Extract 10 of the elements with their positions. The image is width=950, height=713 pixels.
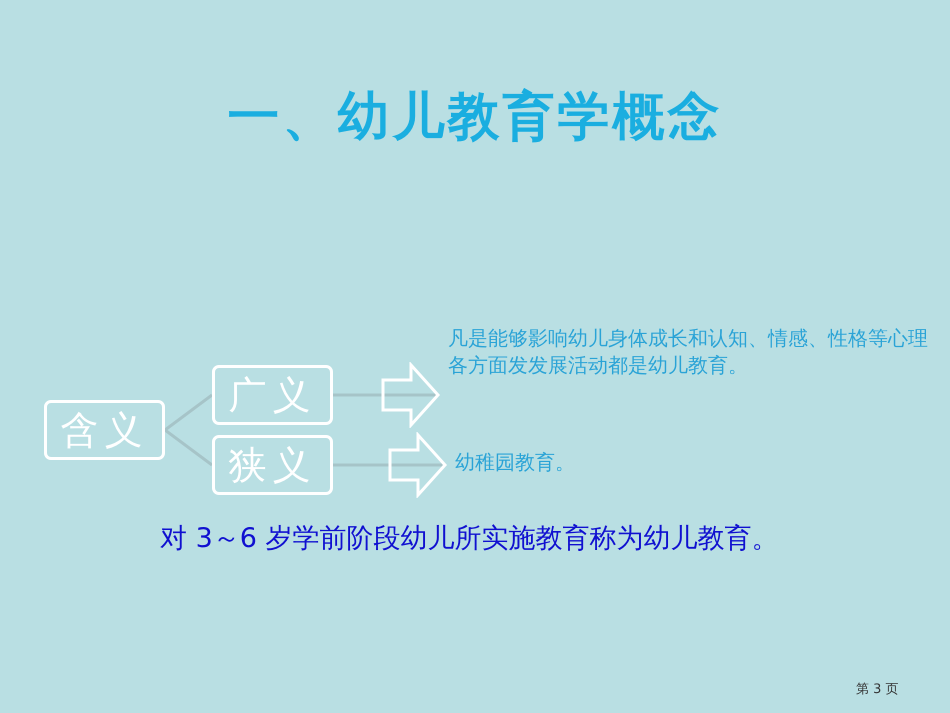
page-number: 第 3 页 xyxy=(856,681,899,698)
body-text: 对 3～6 岁学前阶段幼儿所实施教育称为幼儿教育。 xyxy=(160,522,780,556)
concept-box: 含义 xyxy=(44,400,165,460)
concept-box: 广义 xyxy=(212,365,333,425)
concept-box: 狭义 xyxy=(212,435,333,495)
connector-line xyxy=(164,428,213,466)
slide-title: 一、幼儿教育学概念 xyxy=(226,86,724,149)
definition-text: 幼稚园教育。 xyxy=(455,449,605,476)
definition-text: 凡是能够影响幼儿身体成长和认知、情感、性格等心理各方面发发展活动都是幼儿教育。 xyxy=(448,325,928,379)
connector-line xyxy=(164,394,213,432)
